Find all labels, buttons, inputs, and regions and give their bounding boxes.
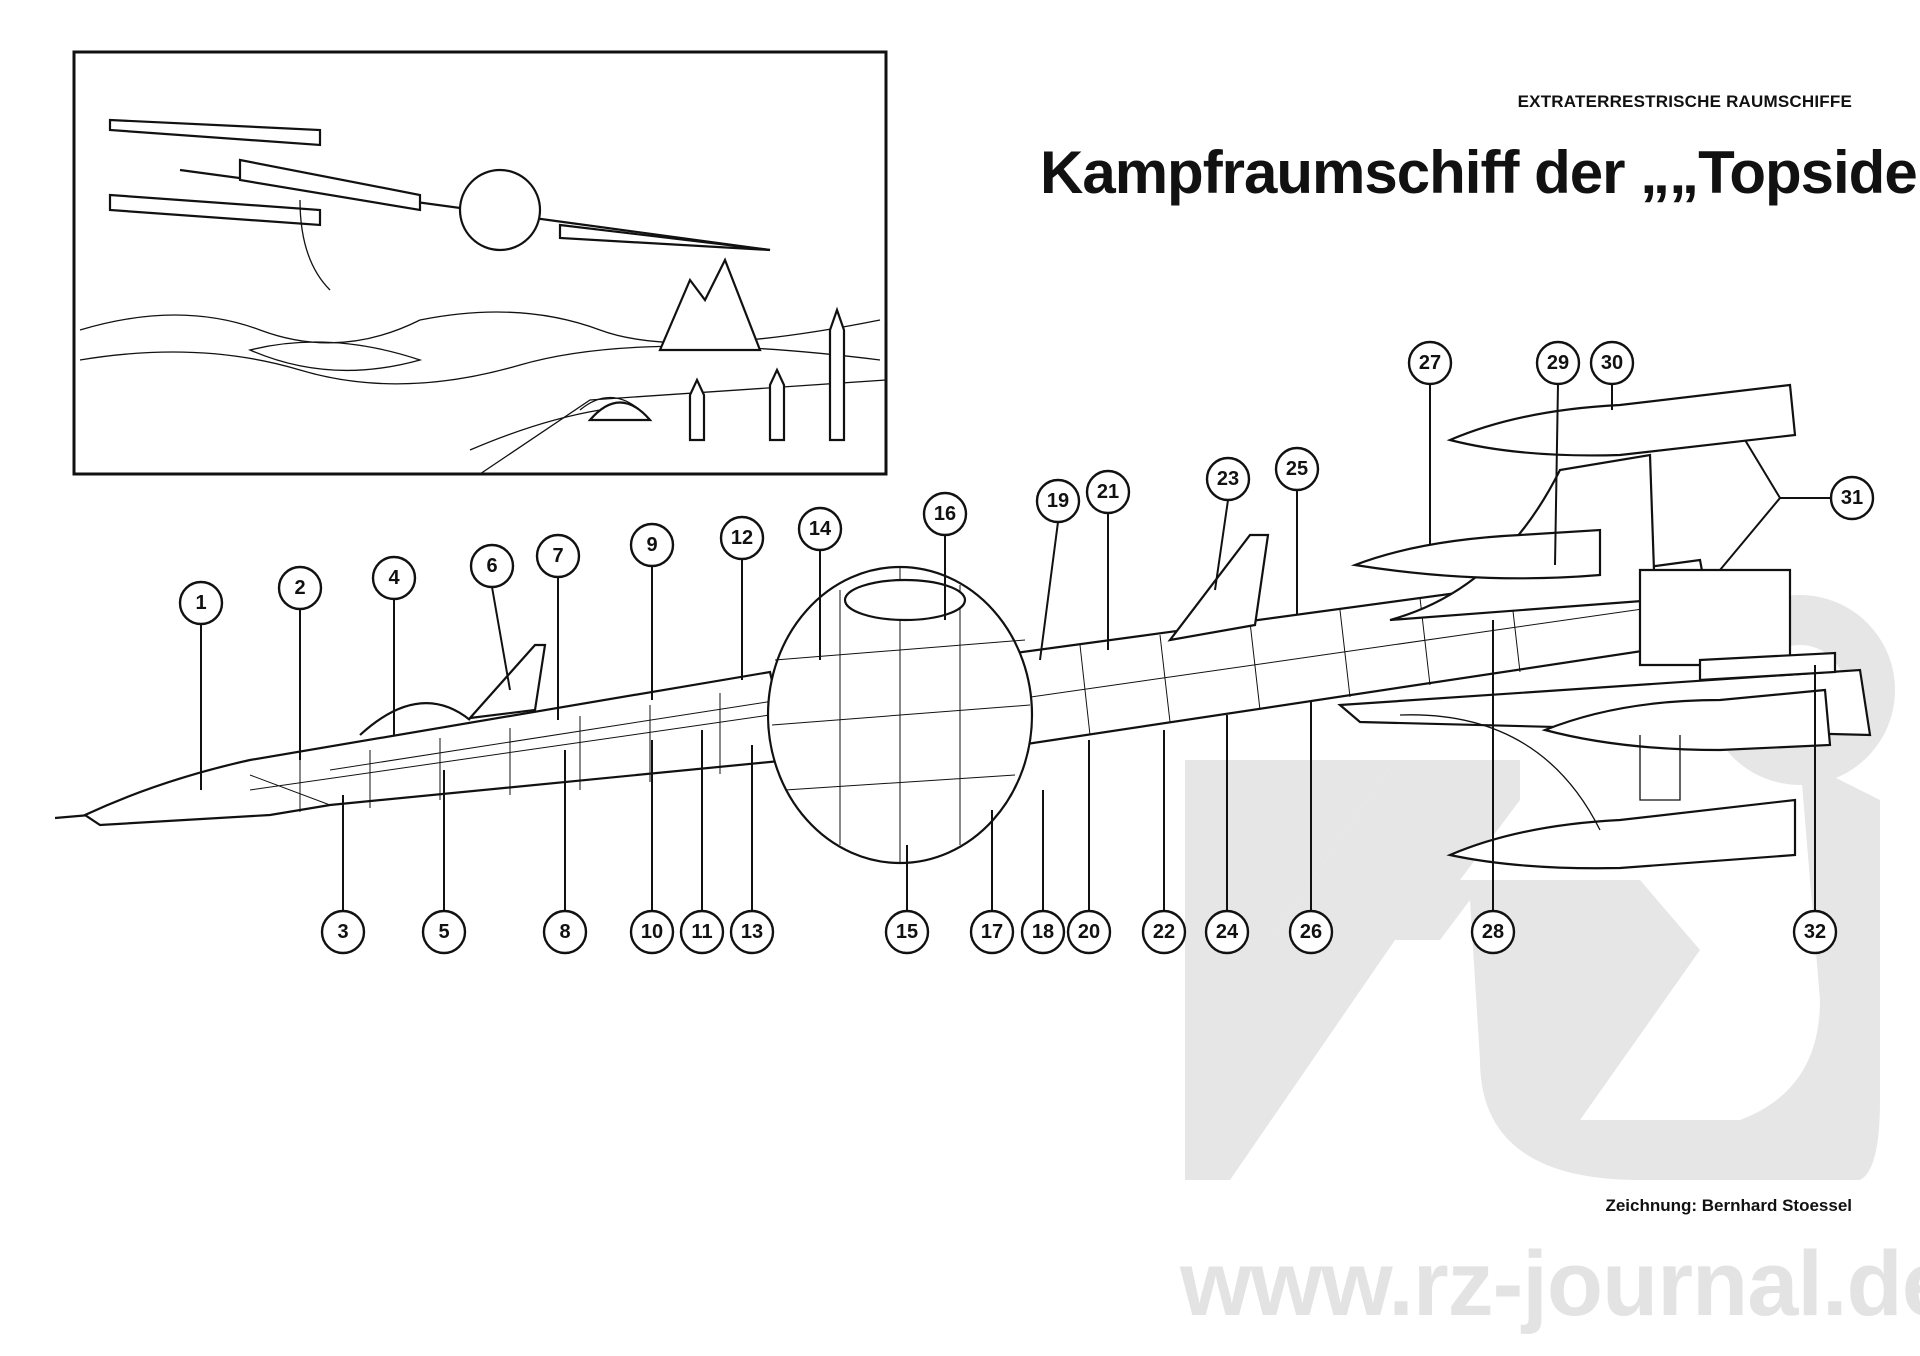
- engines: [1638, 568, 1792, 667]
- callout-label: 17: [981, 921, 1003, 943]
- callout-label: 6: [486, 555, 497, 577]
- callout-26: 26: [1288, 909, 1334, 955]
- inset-illustration: [72, 50, 888, 476]
- callout-7: 7: [535, 533, 581, 579]
- drawing-credit: Zeichnung: Bernhard Stoessel: [1605, 1196, 1852, 1215]
- callout-label: 4: [388, 567, 400, 589]
- callout-label: 15: [896, 921, 918, 943]
- callout-label: 30: [1601, 352, 1623, 374]
- callout-label: 20: [1078, 921, 1100, 943]
- callout-label: 24: [1216, 921, 1239, 943]
- callout-label: 28: [1482, 921, 1504, 943]
- callout-20: 20: [1066, 909, 1112, 955]
- callout-27: 27: [1407, 340, 1453, 386]
- callout-11: 11: [679, 909, 725, 955]
- callout-label: 12: [731, 527, 753, 549]
- callout-label: 3: [337, 921, 348, 943]
- callout-21: 21: [1085, 469, 1131, 515]
- callout-label: 21: [1097, 481, 1119, 503]
- upper-pod: [1446, 383, 1797, 457]
- callout-label: 22: [1153, 921, 1175, 943]
- callout-9: 9: [629, 522, 675, 568]
- callout-2: 2: [277, 565, 323, 611]
- callout-3: 3: [320, 909, 366, 955]
- callout-32: 32: [1792, 909, 1838, 955]
- callout-25: 25: [1274, 446, 1320, 492]
- callout-17: 17: [969, 909, 1015, 955]
- callout-10: 10: [629, 909, 675, 955]
- callout-24: 24: [1204, 909, 1250, 955]
- callout-16: 16: [922, 491, 968, 537]
- callout-18: 18: [1020, 909, 1066, 955]
- callout-23: 23: [1205, 456, 1251, 502]
- callout-5: 5: [421, 909, 467, 955]
- callout-6: 6: [469, 543, 515, 589]
- callout-8: 8: [542, 909, 588, 955]
- callout-13: 13: [729, 909, 775, 955]
- section-subtitle: EXTRATERRESTRISCHE RAUMSCHIFFE: [1517, 92, 1852, 111]
- callout-12: 12: [719, 515, 765, 561]
- callout-1: 1: [178, 580, 224, 626]
- callout-label: 32: [1804, 921, 1826, 943]
- callout-label: 13: [741, 921, 763, 943]
- callout-label: 2: [294, 577, 305, 599]
- callout-label: 31: [1841, 487, 1863, 509]
- rear-fin: [1167, 533, 1270, 642]
- callout-29: 29: [1535, 340, 1581, 386]
- callout-label: 26: [1300, 921, 1322, 943]
- callout-4: 4: [371, 555, 417, 601]
- bottom-pod: [1446, 798, 1797, 870]
- callout-label: 23: [1217, 468, 1239, 490]
- watermark-url: www.rz-journal.de: [1180, 1233, 1920, 1335]
- callout-22: 22: [1141, 909, 1187, 955]
- callout-label: 5: [438, 921, 449, 943]
- callout-19: 19: [1035, 478, 1081, 524]
- callout-label: 25: [1286, 458, 1308, 480]
- callouts: 1 2 3 4 5 6 7 8 9 10 11 12 13 14 15 16 1…: [178, 340, 1875, 955]
- callout-label: 11: [691, 921, 712, 943]
- callout-28: 28: [1470, 909, 1516, 955]
- callout-label: 16: [934, 503, 956, 525]
- forward-hull: [82, 670, 792, 827]
- callout-label: 29: [1547, 352, 1569, 374]
- spaceship-cutaway: [54, 383, 1872, 870]
- callout-label: 14: [809, 518, 832, 540]
- right-pod: [1541, 688, 1832, 752]
- callout-14: 14: [797, 506, 843, 552]
- cockpit-dome: [359, 702, 471, 736]
- callout-label: 10: [641, 921, 663, 943]
- callout-label: 27: [1419, 352, 1441, 374]
- callout-label: 9: [646, 534, 657, 556]
- callout-label: 1: [195, 592, 206, 614]
- callout-label: 18: [1032, 921, 1054, 943]
- callout-label: 19: [1047, 490, 1069, 512]
- callout-31: 31: [1829, 475, 1875, 521]
- callout-15: 15: [884, 909, 930, 955]
- page-title: Kampfraumschiff der „„Topsider”: [1040, 139, 1920, 206]
- leader-lines: [200, 383, 1831, 911]
- callout-label: 7: [552, 545, 563, 567]
- callout-label: 8: [559, 921, 570, 943]
- callout-30: 30: [1589, 340, 1635, 386]
- mid-pod: [1350, 528, 1602, 580]
